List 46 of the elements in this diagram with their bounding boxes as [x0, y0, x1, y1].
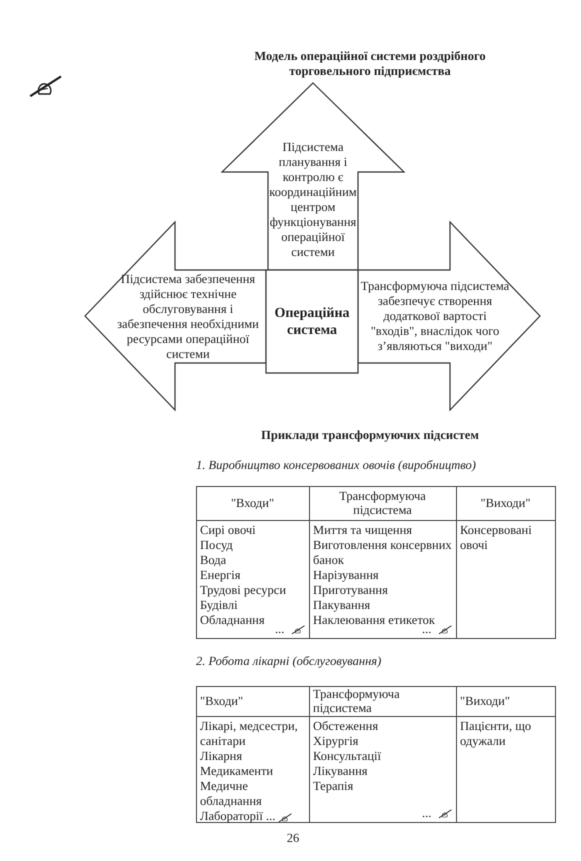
table-cell-text: Обладнання [200, 613, 266, 628]
table-cell-text: Миття та чищення [313, 523, 414, 538]
block-arrow [222, 83, 404, 270]
header-cell: "Входи" [200, 694, 244, 708]
table-cell-text: Консультації [313, 749, 382, 764]
arrow-label: Трансформуюча підсистема забезпечує створення додаткової вартості "входів", внаслідок чого з’являються "виходи" [360, 279, 510, 354]
table-cell-text: Лікарня [200, 749, 244, 764]
table-cell-text: Посуд [200, 538, 234, 553]
table-cell: Виготовлення консервних банок [313, 538, 452, 568]
arrow-label: Підсистема планування і контролю є координаційним центром функціонування операційної системи [268, 140, 358, 260]
process-box [266, 270, 358, 373]
table-cell-text: Приготування [313, 583, 389, 598]
ellipsis-text: ... [275, 622, 284, 637]
header-cell-text: Трансформуюча підсистема [313, 687, 401, 715]
section-heading: Приклади трансформуючих підсистем [260, 428, 480, 443]
box-label: Операційна система [273, 305, 351, 339]
table-cell-text: Хірургія [313, 734, 360, 749]
page-number: 26 [286, 831, 300, 846]
table-cell-text: Медикаменти [200, 764, 274, 779]
table-cell-text: Лікування [313, 764, 369, 779]
table-cell-text: Медичне обладнання [200, 779, 263, 809]
table-cell-text: Пакування [313, 598, 372, 613]
header-cell: "Виходи" [480, 496, 530, 510]
table-cell-text: Будівлі [200, 598, 239, 613]
block-arrow [85, 222, 266, 410]
table-cell-text: Консервовані овочі [460, 523, 533, 553]
table-cell-text: Пацієнти, що одужали [460, 719, 532, 749]
table-cell-text: Наклеювання етикеток [313, 613, 436, 628]
diagram-title: Модель операційної системи роздрібного торговельного підприємства [253, 49, 487, 79]
ellipsis-text: ... [422, 806, 432, 821]
table-cell-text: Лікарі, медсестри, санітари [200, 719, 299, 749]
arrow-label: Підсистема забезпечення здійснює технічне обслуговування і забезпечення необхідними ресурсами операційної системи [116, 272, 260, 362]
table-cell: Лабораторії ... [200, 809, 276, 824]
table-cell-text: Трудові ресурси [200, 583, 288, 598]
block-arrow [358, 222, 540, 410]
header-cell: "Входи" [230, 496, 274, 510]
table-cell-text: Терапія [313, 779, 354, 794]
table-cell-text: Сирі овочі [200, 523, 257, 538]
header-cell: "Виходи" [460, 694, 510, 708]
table-cell-text: Вода [200, 553, 228, 568]
table-caption: 1. Виробництво консервованих овочів (виробництво) [196, 458, 476, 473]
table-cell-text: Нарізування [313, 568, 380, 583]
header-cell-text: Трансформуюча підсистема [338, 489, 427, 517]
table-cell-text: Обстеження [313, 719, 380, 734]
table-caption: 2. Робота лікарні (обслуговування) [196, 654, 382, 669]
table-cell-text: Енергія [200, 568, 242, 583]
